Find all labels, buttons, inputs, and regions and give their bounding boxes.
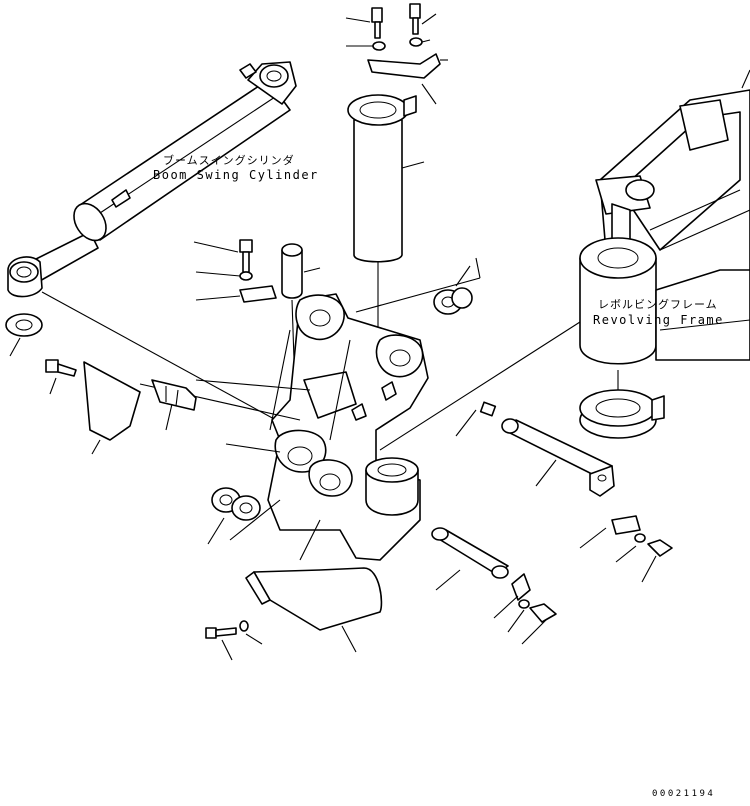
boom-swing-cylinder: [7, 61, 297, 298]
bottom-fasteners: [205, 620, 263, 661]
thrust-ring: [579, 389, 665, 439]
lower-pin-set: [431, 527, 557, 645]
swing-bracket: [229, 293, 429, 561]
revolving-frame: [579, 69, 750, 392]
revolving-frame-label-en: Revolving Frame: [593, 313, 724, 327]
main-pin: [455, 401, 615, 497]
revolving-frame-label-jp: レボルビングフレーム: [598, 298, 718, 311]
bottom-cover: [245, 519, 383, 653]
washer-icon: [451, 287, 473, 309]
right-fasteners: [579, 515, 673, 583]
rubber-block: [151, 379, 197, 431]
small-pin-set: [193, 239, 321, 361]
top-fasteners: [345, 3, 448, 105]
boom-swing-cylinder-label-jp: ブームスイングシリンダ: [163, 154, 295, 167]
boom-swing-cylinder-label-en: Boom Swing Cylinder: [153, 168, 319, 182]
pin-bushing: [347, 94, 425, 336]
drawing-code: 00021194: [652, 789, 716, 799]
left-cover: [45, 359, 141, 455]
